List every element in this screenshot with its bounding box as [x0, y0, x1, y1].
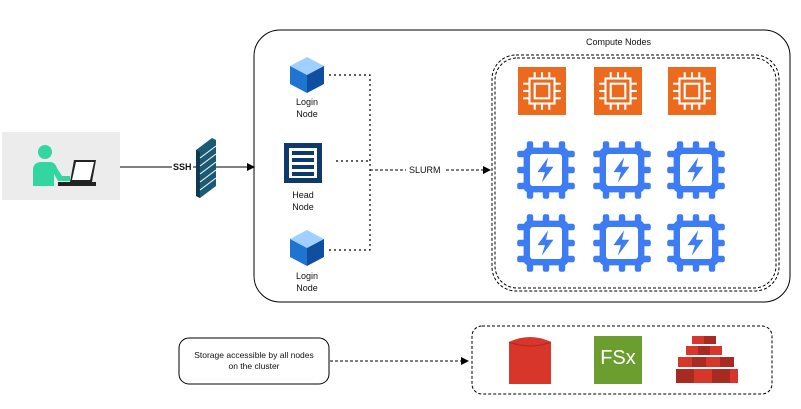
ec2-instance-icon	[594, 67, 642, 115]
cpu-processor-icon	[593, 214, 651, 272]
compute-nodes-container	[491, 54, 780, 292]
slurm-label: SLURM	[408, 164, 442, 176]
head-node-server-icon	[284, 143, 322, 183]
user-laptop-icon	[33, 145, 96, 186]
ec2-instance-icon	[518, 67, 566, 115]
compute-nodes-title: Compute Nodes	[586, 37, 652, 47]
s3-bucket-icon	[676, 336, 738, 383]
cpu-processor-icon	[667, 214, 725, 272]
ssh-label: SSH	[172, 161, 193, 173]
storage-note-box	[178, 337, 330, 385]
cpu-processor-icon	[517, 141, 575, 199]
login-node-bottom-icon	[290, 230, 324, 266]
login-node-top-label: Login Node	[295, 97, 319, 119]
head-node-label: Head Node	[292, 190, 314, 212]
user-panel	[2, 132, 120, 200]
firewall-icon	[196, 138, 217, 198]
login-node-bottom-label: Login Node	[295, 271, 319, 293]
cpu-processor-icon	[593, 141, 651, 199]
fsx-icon	[594, 336, 642, 384]
storage-container	[471, 325, 773, 395]
storage-note-text: Storage accessible by all nodes on the c…	[194, 350, 314, 371]
login-node-top-icon	[290, 57, 324, 93]
cpu-processor-icon	[667, 141, 725, 199]
fsx-icon-label: FSx	[600, 347, 636, 369]
cluster-container	[253, 29, 791, 303]
slurm-connectors	[329, 74, 371, 251]
ec2-instance-icon	[668, 67, 716, 115]
ebs-volume-icon	[508, 337, 552, 384]
cpu-processor-icon	[517, 214, 575, 272]
